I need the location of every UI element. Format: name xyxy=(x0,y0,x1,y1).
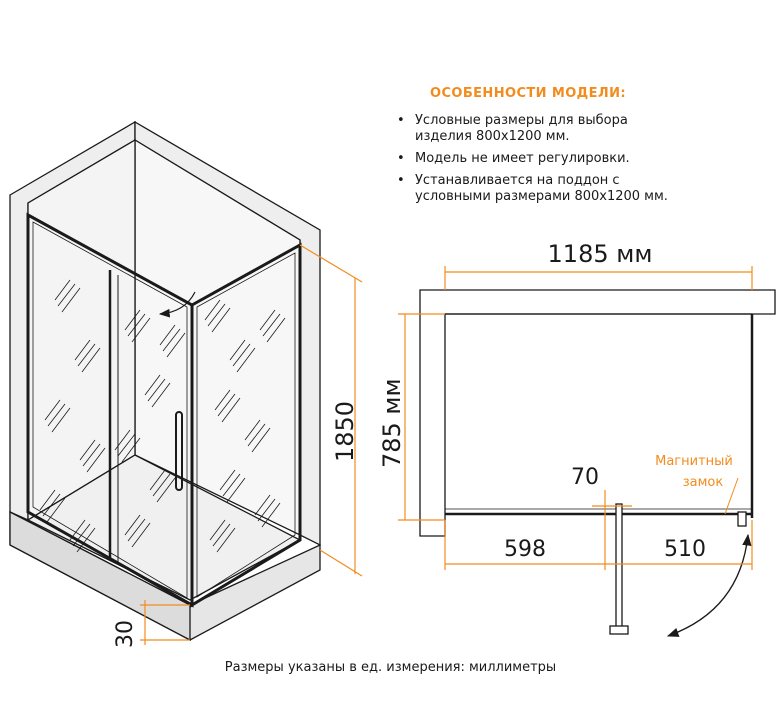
features-title: ОСОБЕННОСТИ МОДЕЛИ: xyxy=(430,86,626,101)
units-footnote: Размеры указаны в ед. измерения: миллиме… xyxy=(224,660,557,675)
magnet-lock-label-line1: Магнитный xyxy=(655,454,733,469)
glass-reflections xyxy=(39,279,286,553)
glass-panels xyxy=(26,212,302,608)
magnet-lock-label-line2: замок xyxy=(683,475,724,490)
feature-item: Устанавливается на поддон с условными ра… xyxy=(397,173,763,205)
magnet-lock-leader xyxy=(724,477,739,515)
features-list: Условные размеры для выбора изделия 800x… xyxy=(393,113,763,205)
feature-item: Модель не имеет регулировки. xyxy=(397,151,763,167)
enclosure-3d-view: 1850 30 xyxy=(9,120,363,648)
model-features: ОСОБЕННОСТИ МОДЕЛИ: Условные размеры для… xyxy=(393,86,763,211)
door-swing-arc xyxy=(666,533,752,637)
door-swing-arrow xyxy=(158,291,196,318)
tray-height-dimension-line xyxy=(140,600,190,645)
segment-dimension-lines xyxy=(444,490,753,570)
depth-dimension-line xyxy=(398,313,445,521)
enclosure-top-view: 1185 мм 785 мм 70 598 510 Магнитный замо… xyxy=(378,240,776,637)
left-segment-label: 598 xyxy=(504,537,546,562)
height-dimension-line xyxy=(299,244,363,577)
height-dimension-label: 1850 xyxy=(331,401,359,462)
door-leaf-swung xyxy=(609,503,629,635)
top-view-walls xyxy=(419,289,776,537)
tray-height-dimension-label: 30 xyxy=(113,620,138,648)
feature-item: Условные размеры для выбора изделия 800x… xyxy=(397,113,763,145)
width-dimension-label: 1185 мм xyxy=(548,240,653,268)
depth-dimension-label: 785 мм xyxy=(378,378,406,468)
gap-dimension-label: 70 xyxy=(571,465,599,490)
right-segment-label: 510 xyxy=(664,537,706,562)
width-dimension-line xyxy=(444,266,753,290)
